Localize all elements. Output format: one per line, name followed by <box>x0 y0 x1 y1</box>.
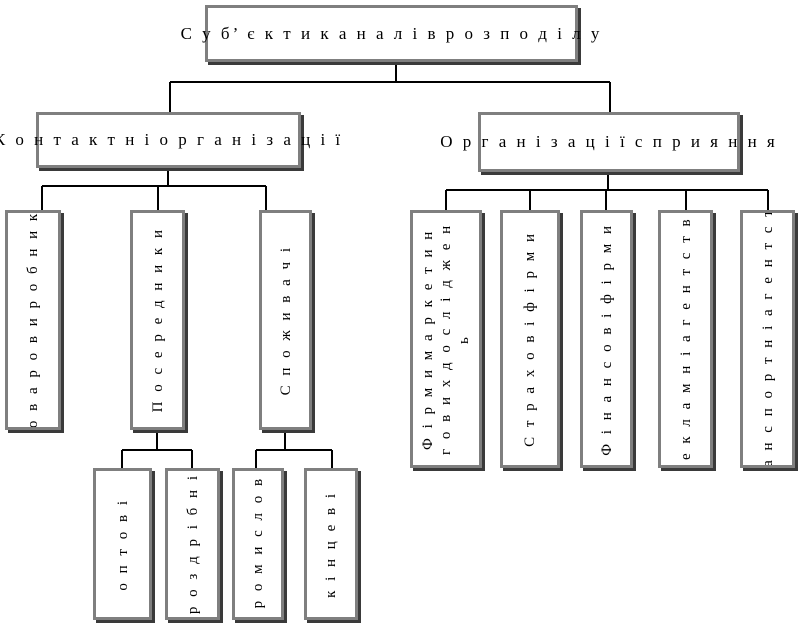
root-box: С у б’ є к т и к а н а л і в р о з п о д… <box>181 5 599 62</box>
financial-firms-box: Ф і н а н с о в і ф і р м и <box>580 210 633 468</box>
marketing-research-firms-label: Ф і р м и м а р к е т и н г о в и х д о … <box>420 222 472 456</box>
industrial-box: п р о м и с л о в і <box>232 468 284 620</box>
transport-agencies-box: Т р а н с п о р т н і а г е н т с т в а <box>740 210 795 468</box>
marketing-research-firms-box: Ф і р м и м а р к е т и н г о в и х д о … <box>410 210 482 468</box>
producers-label: Т о в а р о в и р о б н и к и <box>25 210 41 430</box>
insurance-firms-label: С т р а х о в і ф і р м и <box>522 231 538 447</box>
contact-organizations-box: К о н т а к т н і о р г а н і з а ц і ї <box>0 112 340 168</box>
transport-agencies-label: Т р а н с п о р т н і а г е н т с т в а <box>759 210 776 468</box>
intermediaries-label: П о с е р е д н и к и <box>149 227 166 413</box>
financial-firms-label: Ф і н а н с о в і ф і р м и <box>598 222 615 456</box>
producers-box: Т о в а р о в и р о б н и к и <box>5 210 61 430</box>
final-box: к і н ц е в і <box>304 468 358 620</box>
contact-organizations-label: К о н т а к т н і о р г а н і з а ц і ї <box>0 130 344 149</box>
support-organizations-label: О р г а н і з а ц і ї с п р и я н н я <box>440 132 778 151</box>
insurance-firms-box: С т р а х о в і ф і р м и <box>500 210 560 468</box>
wholesale-label: о п т о в і <box>114 497 131 591</box>
retail-box: р о з д р і б н і <box>165 468 220 620</box>
intermediaries-box: П о с е р е д н и к и <box>130 210 185 430</box>
wholesale-box: о п т о в і <box>93 468 152 620</box>
final-label: к і н ц е в і <box>323 490 339 598</box>
consumers-label: С п о ж и в а ч і <box>277 244 294 396</box>
industrial-label: п р о м и с л о в і <box>250 468 266 620</box>
consumers-box: С п о ж и в а ч і <box>259 210 312 430</box>
root-label: С у б’ є к т и к а н а л і в р о з п о д… <box>180 23 603 43</box>
retail-label: р о з д р і б н і <box>184 473 201 615</box>
support-organizations-box: О р г а н і з а ц і ї с п р и я н н я <box>440 112 775 172</box>
advertising-agencies-label: Р е к л а м н і а г е н т с т в а <box>677 210 694 468</box>
advertising-agencies-box: Р е к л а м н і а г е н т с т в а <box>658 210 713 468</box>
